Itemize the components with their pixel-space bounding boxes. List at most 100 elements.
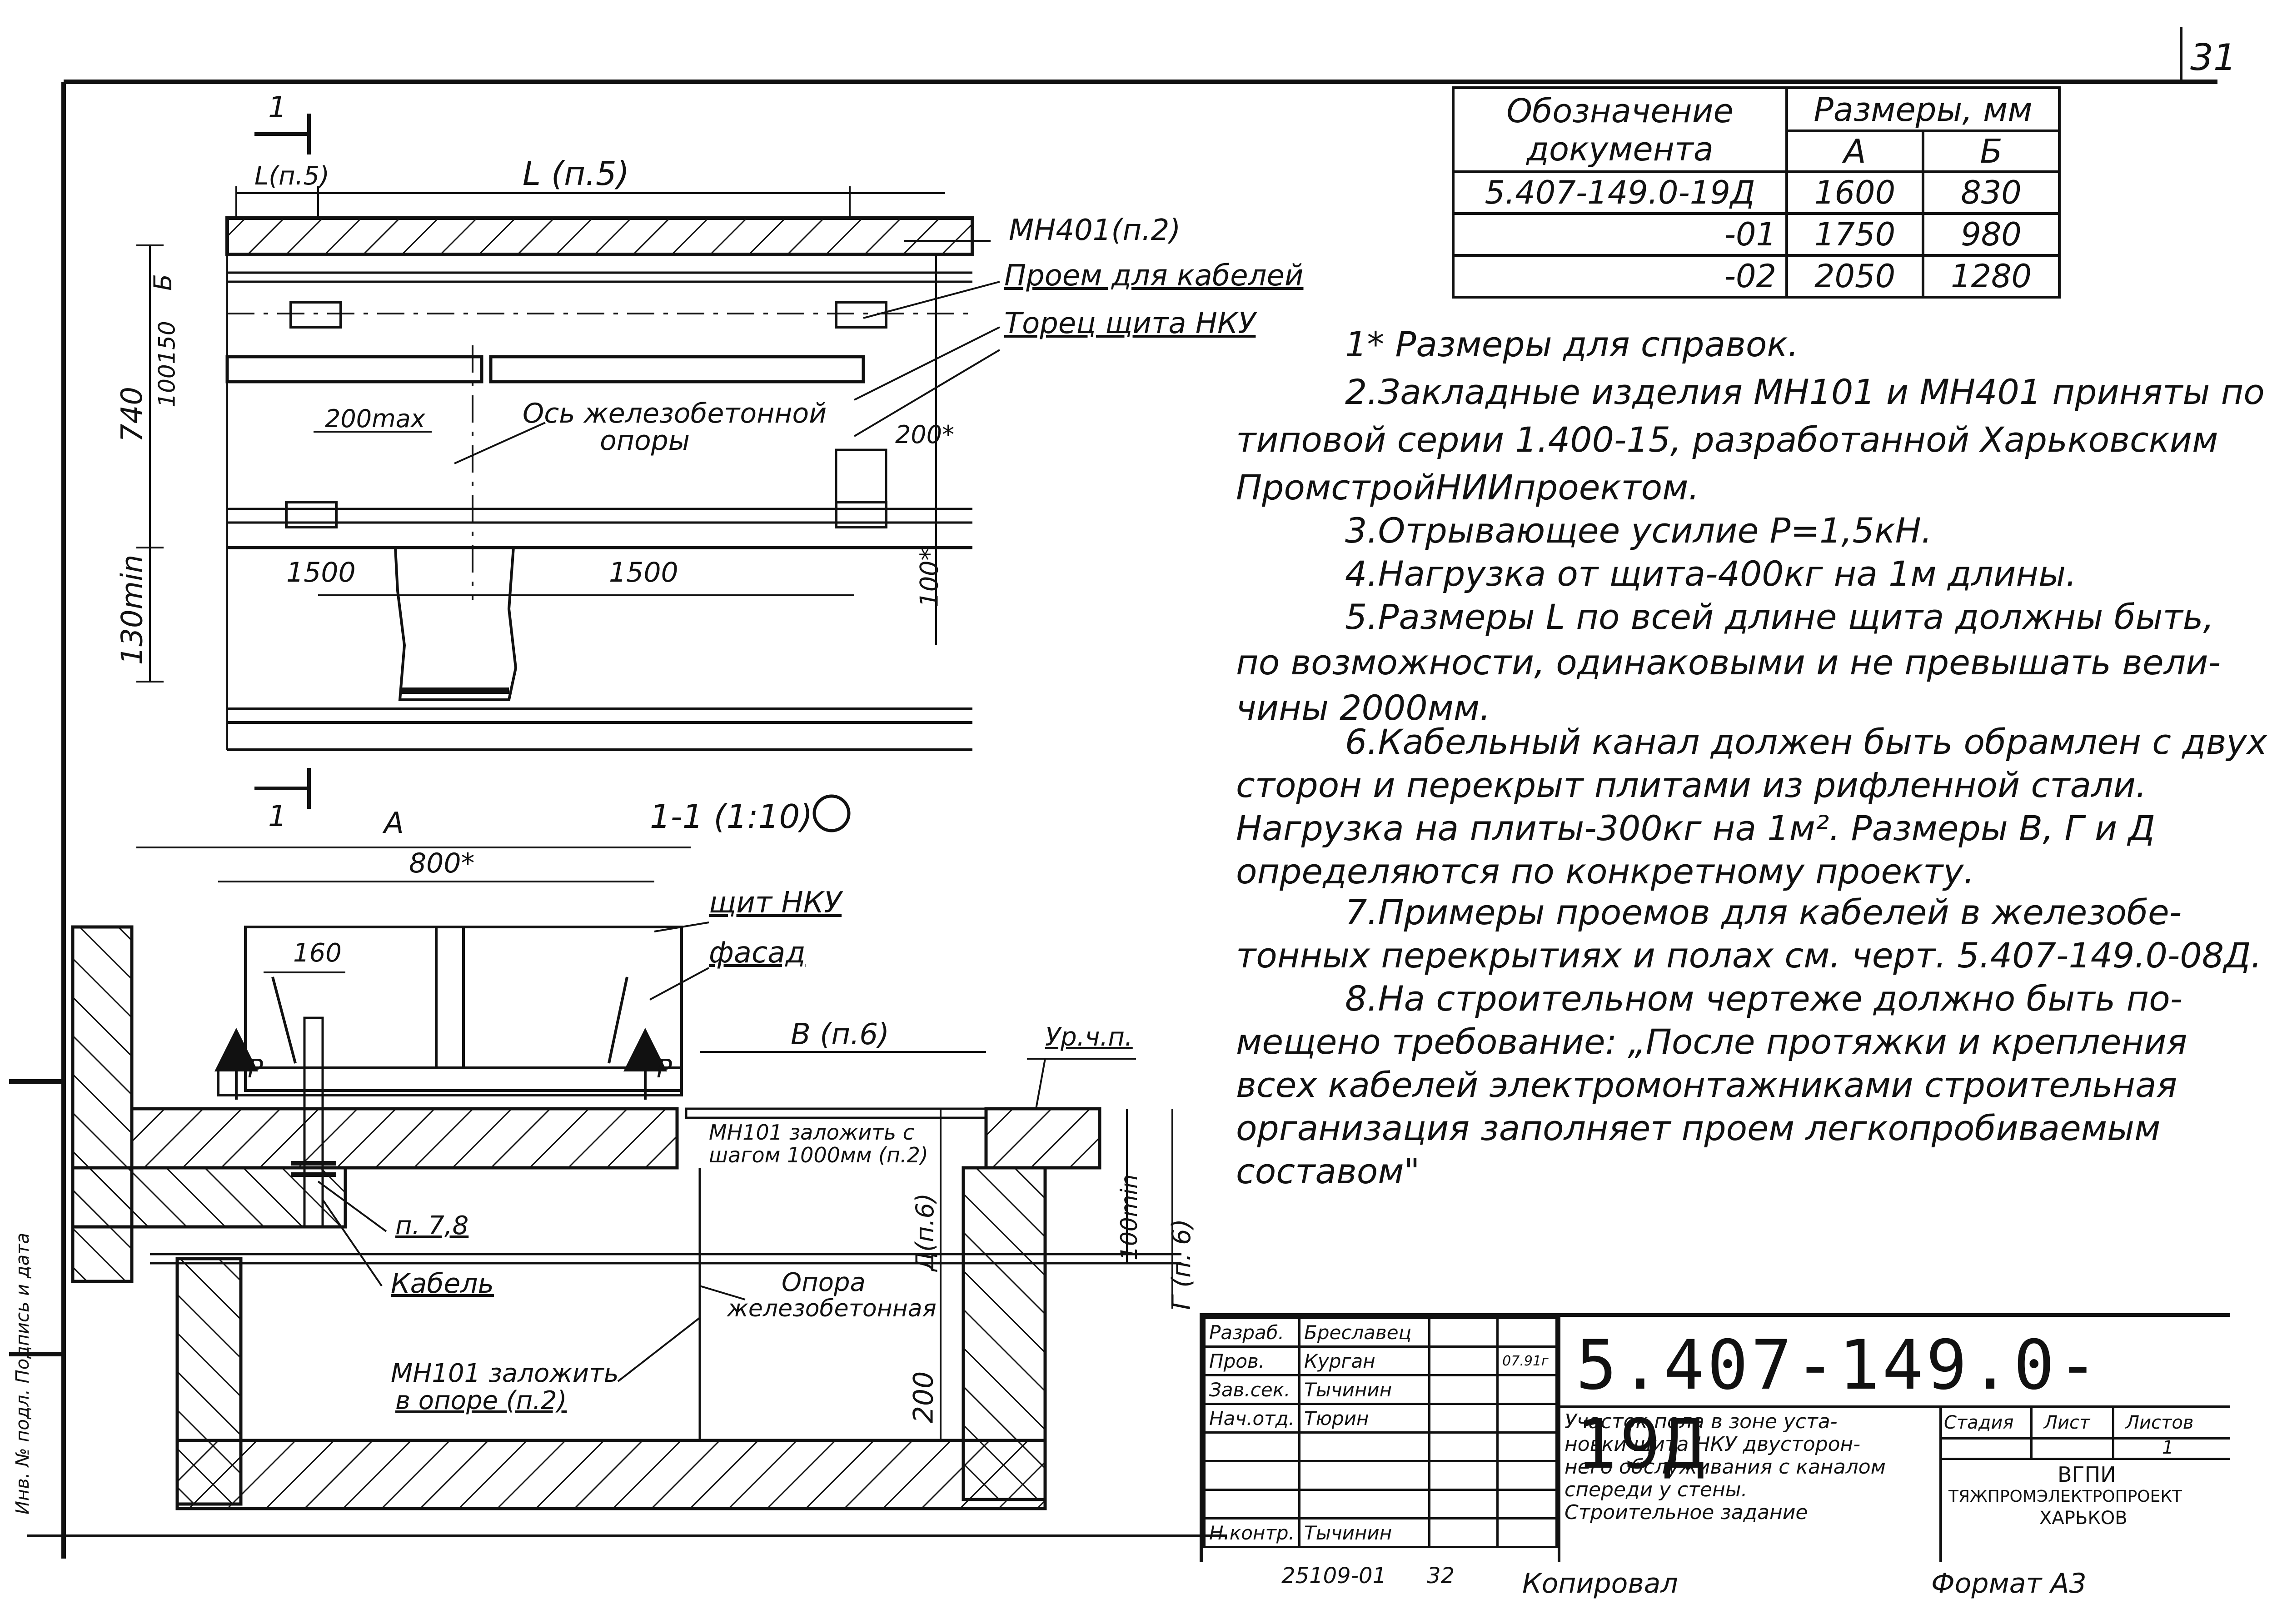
label-mn101-2: шагом 1000мм (п.2) bbox=[709, 1143, 928, 1167]
dim-740: 740 bbox=[115, 386, 149, 443]
label-mn101b-2: в опоре (п.2) bbox=[395, 1386, 567, 1415]
note-line: ПромстройНИИпроектом. bbox=[1236, 467, 1699, 508]
dim-200star: 200* bbox=[895, 420, 955, 449]
note-line: организация заполняет проем легкопробива… bbox=[1236, 1108, 2161, 1148]
cell-a: 2050 bbox=[1785, 254, 1925, 299]
dim-100: 100 bbox=[154, 364, 180, 408]
dim-G-p6: Г (п. 6) bbox=[1166, 1219, 1196, 1310]
sheet-label: Лист bbox=[2044, 1412, 2090, 1433]
note-line: сторон и перекрыт плитами из рифленной с… bbox=[1236, 765, 2147, 805]
label-p78: п. 7,8 bbox=[395, 1211, 469, 1240]
title-line: спереди у стены. bbox=[1564, 1478, 1748, 1501]
org-line-1: ВГПИ bbox=[2058, 1462, 2116, 1487]
sheets-label: Листов bbox=[2126, 1412, 2194, 1433]
cell-a: 1750 bbox=[1785, 212, 1925, 257]
designation-header: Обозначение документа bbox=[1451, 86, 1789, 173]
stage-label: Стадия bbox=[1944, 1412, 2014, 1433]
cell-a: 1600 bbox=[1785, 170, 1925, 215]
label-mn401: МН401(п.2) bbox=[1009, 214, 1181, 247]
dim-100star: 100* bbox=[915, 548, 944, 608]
table-row bbox=[1203, 1489, 1558, 1519]
dim-130min: 130min bbox=[115, 554, 149, 665]
table-row: Н.контр.Тычинин bbox=[1203, 1517, 1558, 1548]
stamp-divider bbox=[2030, 1405, 2033, 1458]
table-row bbox=[1203, 1460, 1558, 1491]
label-cable: Кабель bbox=[391, 1268, 494, 1300]
label-opening: Проем для кабелей bbox=[1004, 259, 1304, 293]
label-panel: щит НКУ bbox=[709, 886, 842, 920]
stamp-divider bbox=[1939, 1405, 1942, 1562]
footer-page: 32 bbox=[1427, 1563, 1455, 1589]
footer-inv: 25109-01 bbox=[1281, 1563, 1387, 1589]
title-line: Участок пола в зоне уста- bbox=[1564, 1410, 1838, 1433]
table-row: -01 1750 980 bbox=[1451, 212, 2061, 257]
stamp-divider bbox=[2112, 1405, 2114, 1458]
footer-format: Формат А3 bbox=[1931, 1568, 2087, 1599]
dim-B-p6: В (п.6) bbox=[791, 1018, 890, 1051]
note-line: 7.Примеры проемов для кабелей в железобе… bbox=[1345, 892, 2182, 932]
cell-designation: 5.407-149.0-19Д bbox=[1451, 170, 1789, 215]
cell-b: 1280 bbox=[1922, 254, 2061, 299]
dim-L-small: L(п.5) bbox=[254, 161, 329, 191]
sheet-number: 31 bbox=[2190, 36, 2237, 79]
note-line: по возможности, одинаковыми и не превыша… bbox=[1236, 642, 2221, 682]
org-line-3: ХАРЬКОВ bbox=[2039, 1508, 2128, 1529]
note-line: 6.Кабельный канал должен быть обрамлен с… bbox=[1345, 722, 2267, 762]
label-mn101-1: МН101 заложить с bbox=[709, 1120, 915, 1145]
table-row: Нач.отд.Тюрин bbox=[1203, 1403, 1558, 1434]
margin-marks bbox=[9, 1079, 64, 1356]
footer-copied: Копировал bbox=[1522, 1568, 1678, 1599]
dim-200max: 200max bbox=[325, 404, 425, 433]
dim-1500-a: 1500 bbox=[286, 557, 356, 588]
label-facade: фасад bbox=[709, 936, 806, 970]
section-mark-bottom: 1 bbox=[268, 800, 287, 833]
table-row: -02 2050 1280 bbox=[1451, 254, 2061, 299]
note-line: тонных перекрытиях и полах см. черт. 5.4… bbox=[1236, 935, 2262, 976]
note-line: 2.Закладные изделия МН101 и МН401 принят… bbox=[1345, 372, 2265, 412]
note-line: Нагрузка на плиты-300кг на 1м². Размеры … bbox=[1236, 808, 2155, 848]
note-line: 8.На строительном чертеже должно быть по… bbox=[1345, 978, 2183, 1019]
label-support-2: железобетонная bbox=[727, 1295, 937, 1322]
cell-b: 830 bbox=[1922, 170, 2061, 215]
label-axis-2: опоры bbox=[600, 425, 690, 457]
note-line: 5.Размеры L по всей длине щита должны бы… bbox=[1345, 597, 2214, 637]
sizes-table: Обозначение документа Размеры, мм А Б 5.… bbox=[1451, 86, 2061, 299]
label-force-left: P bbox=[248, 1054, 263, 1084]
note-line: 3.Отрывающее усилие P=1,5кН. bbox=[1345, 510, 1933, 551]
stamp-divider bbox=[1939, 1458, 2230, 1460]
dim-D-p6: Д(п.6) bbox=[911, 1193, 940, 1271]
title-line: него обслуживания с каналом bbox=[1564, 1455, 1886, 1479]
title-line: Строительное задание bbox=[1564, 1501, 1808, 1524]
dim-1500-b: 1500 bbox=[609, 557, 678, 588]
note-line: чины 2000мм. bbox=[1236, 687, 1491, 728]
label-force-right: P bbox=[657, 1054, 672, 1084]
dim-B: Б bbox=[149, 274, 178, 291]
dim-100min: 100min bbox=[1116, 1174, 1142, 1260]
label-floor-level: Ур.ч.п. bbox=[1045, 1022, 1133, 1052]
margin-label: Инв. № подл. Подпись и дата bbox=[12, 1233, 33, 1514]
note-line: 1* Размеры для справок. bbox=[1345, 324, 1799, 364]
note-line: 4.Нагрузка от щита-400кг на 1м длины. bbox=[1345, 553, 2077, 594]
label-axis-1: Ось железобетонной bbox=[523, 398, 827, 429]
section-view bbox=[71, 794, 1181, 1510]
col-a-header: А bbox=[1785, 130, 1925, 173]
title-line: новки щита НКУ двусторон- bbox=[1564, 1433, 1861, 1456]
col-b-header: Б bbox=[1922, 130, 2061, 173]
dim-200: 200 bbox=[907, 1371, 940, 1424]
note-line: определяются по конкретному проекту. bbox=[1236, 851, 1975, 892]
table-row: Разраб.Бреславец bbox=[1203, 1317, 1558, 1348]
org-line-2: ТЯЖПРОМЭЛЕКТРОПРОЕКТ bbox=[1948, 1487, 2182, 1506]
stamp-divider bbox=[1939, 1437, 2230, 1440]
note-line: всех кабелей электромонтажниками строите… bbox=[1236, 1065, 2177, 1105]
dim-A: А bbox=[384, 807, 404, 840]
stamp-divider bbox=[1558, 1405, 2230, 1408]
sizes-header: Размеры, мм bbox=[1785, 86, 2061, 132]
label-mn101b-1: МН101 заложить bbox=[391, 1359, 619, 1388]
drawing-code: 5.407-149.0-19Д bbox=[1576, 1326, 2101, 1484]
plan-view bbox=[136, 114, 1001, 809]
sheet-frame bbox=[27, 27, 2217, 1559]
label-support-1: Опора bbox=[782, 1268, 866, 1297]
